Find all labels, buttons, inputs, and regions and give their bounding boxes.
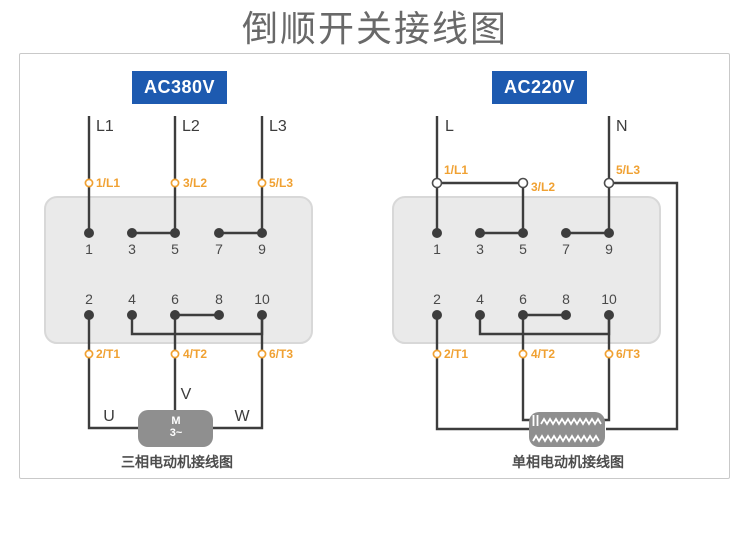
right-input-terminal-circles: [431, 177, 615, 189]
terminal-circle-4T2: [170, 349, 180, 359]
voltage-badge-left-label: AC380V: [143, 77, 216, 97]
input-label-l3: L3: [269, 118, 287, 135]
input-label-n: N: [616, 118, 628, 135]
terminal-label-5L3: 5/L3: [269, 176, 294, 190]
contact-dot-9: [604, 228, 614, 238]
terminal-label-2T1: 2/T1: [96, 347, 121, 361]
contact-number-6: 6: [519, 291, 527, 307]
contact-number-10: 10: [601, 291, 617, 307]
terminal-circle-2T1: [84, 349, 94, 359]
terminal-circle-5L3: [603, 177, 615, 189]
phase-label-w: W: [234, 408, 250, 425]
terminal-label-6T3: 6/T3: [616, 347, 641, 361]
terminal-circle-5L3: [257, 178, 267, 188]
contact-dot-8: [561, 310, 571, 320]
contact-dot-2: [432, 310, 442, 320]
terminal-circle-2T1: [432, 349, 442, 359]
contact-number-6: 6: [171, 291, 179, 307]
terminal-circle-6T3: [257, 349, 267, 359]
terminal-label-4T2: 4/T2: [183, 347, 208, 361]
lower-winding-coil-icon: [532, 434, 600, 443]
input-label-l2: L2: [182, 118, 200, 135]
voltage-badge-right: AC220V: [492, 71, 587, 104]
contact-dot-7: [561, 228, 571, 238]
contact-number-7: 7: [562, 241, 570, 257]
contact-number-4: 4: [128, 291, 136, 307]
contact-dot-4: [475, 310, 485, 320]
contact-dot-6: [170, 310, 180, 320]
motor-windings: [532, 415, 602, 443]
contact-number-3: 3: [128, 241, 136, 257]
wire-n-branch: [606, 181, 679, 431]
contact-dot-8: [214, 310, 224, 320]
voltage-badge-right-label: AC220V: [503, 77, 576, 97]
right-output-terminal-circles: [432, 349, 614, 359]
terminal-circle-6T3: [604, 349, 614, 359]
contact-number-5: 5: [519, 241, 527, 257]
contact-dot-1: [84, 228, 94, 238]
switch-body-rect: [44, 196, 313, 344]
terminal-label-1L1: 1/L1: [96, 176, 121, 190]
terminal-circle-4T2: [518, 349, 528, 359]
terminal-label-4T2: 4/T2: [531, 347, 556, 361]
terminal-label-5L3: 5/L3: [616, 163, 641, 177]
left-terminal-circles: [84, 178, 267, 359]
terminal-circle-1L1: [431, 177, 443, 189]
contact-number-8: 8: [562, 291, 570, 307]
terminal-circle-3L2: [517, 177, 529, 189]
terminal-label-3L2: 3/L2: [183, 176, 208, 190]
motor-body-rect: [529, 412, 605, 447]
contact-dot-3: [127, 228, 137, 238]
contact-number-2: 2: [433, 291, 441, 307]
contact-dot-6: [518, 310, 528, 320]
contact-number-9: 9: [258, 241, 266, 257]
contact-dot-10: [604, 310, 614, 320]
terminal-label-6T3: 6/T3: [269, 347, 294, 361]
terminal-label-3L2: 3/L2: [531, 180, 556, 194]
contact-dot-2: [84, 310, 94, 320]
contact-number-3: 3: [476, 241, 484, 257]
terminal-circle-3L2: [170, 178, 180, 188]
contact-number-8: 8: [215, 291, 223, 307]
contact-dot-5: [518, 228, 528, 238]
contact-number-4: 4: [476, 291, 484, 307]
motor-type-label: 3~: [169, 427, 183, 439]
contact-dot-9: [257, 228, 267, 238]
left-contact-dots: [84, 228, 267, 320]
caption-right: 单相电动机接线图: [512, 454, 624, 470]
terminal-label-2T1: 2/T1: [444, 347, 469, 361]
phase-label-u: U: [103, 408, 115, 425]
contact-dot-1: [432, 228, 442, 238]
contact-number-10: 10: [254, 291, 270, 307]
contact-dot-5: [170, 228, 180, 238]
page-title: 倒顺开关接线图: [241, 8, 508, 49]
motor-symbol-label: M: [171, 415, 181, 427]
input-label-l1: L1: [96, 118, 114, 135]
right-contact-dots: [432, 228, 614, 320]
contact-dot-4: [127, 310, 137, 320]
three-phase-motor-symbol: [138, 410, 213, 447]
contact-dot-7: [214, 228, 224, 238]
phase-label-v: V: [180, 386, 192, 403]
contact-number-2: 2: [85, 291, 93, 307]
caption-left: 三相电动机接线图: [121, 454, 233, 470]
contact-dot-3: [475, 228, 485, 238]
right-switch-body: [392, 196, 661, 344]
contact-number-7: 7: [215, 241, 223, 257]
left-switch-body: [44, 196, 313, 344]
terminal-label-1L1: 1/L1: [444, 163, 469, 177]
contact-number-1: 1: [433, 241, 441, 257]
voltage-badge-left: AC380V: [132, 71, 227, 104]
contact-number-9: 9: [605, 241, 613, 257]
upper-winding-coil-icon: [540, 417, 602, 426]
switch-body-rect: [392, 196, 661, 344]
contact-number-1: 1: [85, 241, 93, 257]
single-phase-motor-symbol: [529, 412, 605, 447]
contact-dot-10: [257, 310, 267, 320]
contact-number-5: 5: [171, 241, 179, 257]
input-label-l: L: [445, 118, 454, 135]
terminal-circle-1L1: [84, 178, 94, 188]
